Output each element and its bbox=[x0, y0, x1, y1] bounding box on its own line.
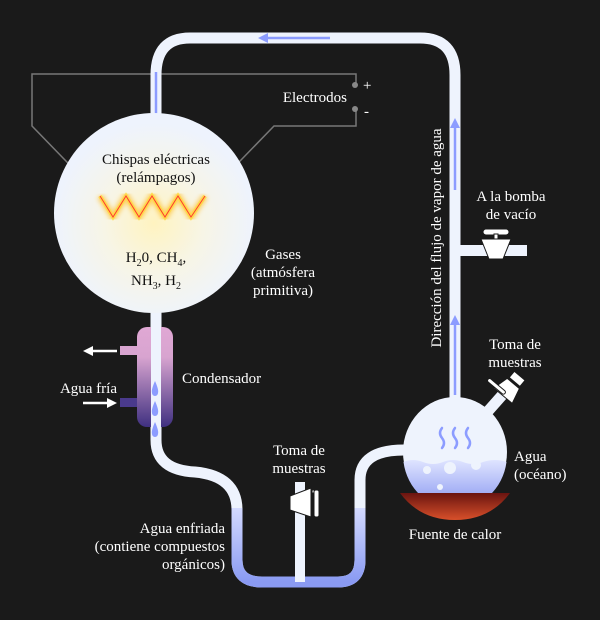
label-water: Agua bbox=[514, 449, 547, 465]
electrode-negative bbox=[352, 106, 358, 112]
flask-side-neck bbox=[477, 370, 526, 422]
label-vacuum-2: de vacío bbox=[486, 207, 536, 223]
label-sample-right-2: muestras bbox=[488, 355, 541, 371]
label-primitive: primitiva) bbox=[253, 283, 313, 299]
label-cooled-water-3: orgánicos) bbox=[162, 557, 225, 573]
gas-sphere bbox=[54, 113, 254, 313]
water-drop-icons bbox=[151, 381, 159, 437]
sample-tube-left bbox=[295, 482, 305, 582]
label-sparks: Chispas eléctricas bbox=[102, 152, 210, 168]
label-ocean: (océano) bbox=[514, 467, 566, 483]
label-sample-left-2: muestras bbox=[272, 461, 325, 477]
label-flow-direction: Dirección del flujo de vapor de agua bbox=[429, 128, 445, 347]
sample-valve-right-icon bbox=[487, 370, 526, 405]
label-heat-source: Fuente de calor bbox=[409, 527, 501, 543]
label-lightning: (relámpagos) bbox=[116, 170, 195, 186]
label-plus: + bbox=[363, 78, 371, 94]
label-gas-formula-2: NH3, H2 bbox=[131, 273, 181, 292]
label-cooled-water-2: (contiene compuestos bbox=[95, 539, 226, 555]
heat-source bbox=[400, 493, 510, 520]
bubble-icons bbox=[423, 460, 481, 500]
label-gas-formula-1: H20, CH4, bbox=[126, 250, 186, 269]
electrode-wires bbox=[31, 73, 357, 193]
label-sample-left-1: Toma de bbox=[273, 443, 325, 459]
label-cooled-water-1: Agua enfriada bbox=[140, 521, 226, 537]
steam-icon bbox=[438, 426, 472, 450]
label-gases: Gases bbox=[265, 247, 301, 263]
vacuum-valve-icon bbox=[480, 228, 512, 260]
label-sample-right-1: Toma de bbox=[489, 337, 541, 353]
electrode-positive bbox=[352, 82, 358, 88]
condenser-outlet-port bbox=[120, 346, 140, 355]
sample-valve-left-icon bbox=[289, 487, 320, 518]
spark-icon bbox=[97, 189, 208, 224]
label-vacuum-1: A la bomba bbox=[476, 189, 545, 205]
cold-water-arrows bbox=[83, 346, 117, 408]
label-condenser: Condensador bbox=[182, 371, 261, 387]
condenser-inner-tube bbox=[151, 320, 161, 435]
label-minus: - bbox=[364, 104, 369, 120]
label-atmosphere: (atmósfera bbox=[251, 265, 315, 281]
label-cold-water: Agua fría bbox=[60, 381, 117, 397]
label-electrodes: Electrodos bbox=[283, 90, 347, 106]
condenser-inlet-port bbox=[120, 398, 140, 407]
